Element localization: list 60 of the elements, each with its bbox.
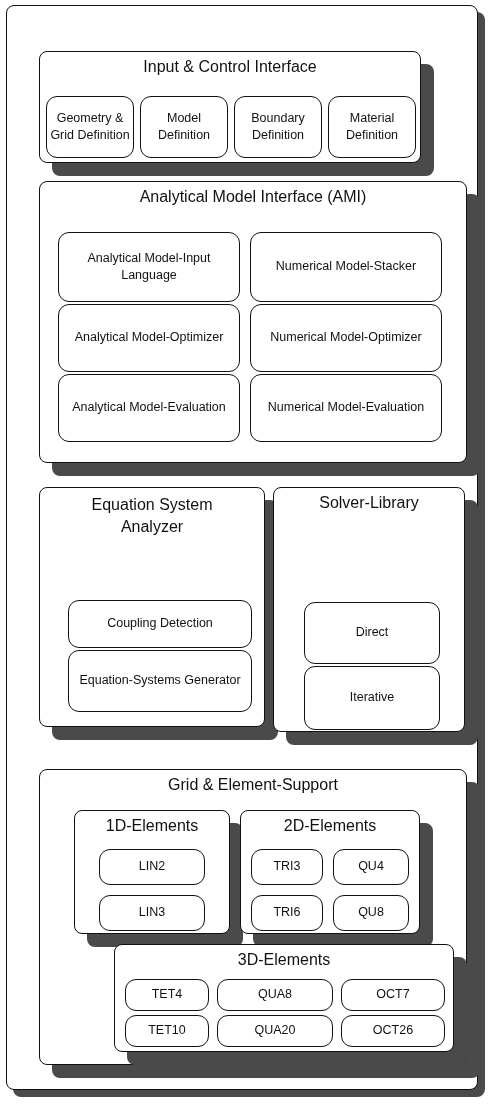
component-box bbox=[140, 96, 228, 158]
component-label: QU4 bbox=[357, 858, 385, 876]
component-box bbox=[234, 96, 322, 158]
component-label: TET10 bbox=[147, 1022, 187, 1040]
component-box bbox=[251, 849, 323, 885]
component-label: Analytical Model-Optimizer bbox=[73, 329, 225, 347]
component-label: Coupling Detection bbox=[106, 615, 214, 633]
component-label: LIN3 bbox=[137, 904, 167, 922]
component-label: Numerical Model-Optimizer bbox=[269, 329, 423, 347]
panel-title: 1D-Elements bbox=[104, 817, 200, 835]
component-box bbox=[250, 232, 442, 302]
component-box bbox=[125, 1015, 209, 1047]
component-label: Analytical Model-Input Language bbox=[86, 249, 212, 284]
panel-title: 3D-Elements bbox=[236, 951, 332, 969]
component-box bbox=[251, 895, 323, 931]
component-label: Analytical Model-Evaluation bbox=[71, 399, 227, 417]
component-box bbox=[341, 979, 445, 1011]
component-label: Equation-Systems Generator bbox=[78, 672, 242, 690]
component-label: Direct bbox=[354, 624, 390, 642]
panel-title: Analytical Model Interface (AMI) bbox=[138, 188, 368, 206]
component-box bbox=[99, 849, 205, 885]
component-box bbox=[58, 232, 240, 302]
component-box bbox=[46, 96, 134, 158]
panel-title: Input & Control Interface bbox=[142, 58, 318, 76]
panel-title: 2D-Elements bbox=[282, 817, 378, 835]
component-box bbox=[99, 895, 205, 931]
component-label: Model Definition bbox=[156, 109, 212, 144]
component-box bbox=[304, 602, 440, 664]
component-box bbox=[304, 666, 440, 730]
component-label: OCT26 bbox=[371, 1022, 415, 1040]
component-label: QUA8 bbox=[256, 986, 293, 1004]
panel-title: Grid & Element-Support bbox=[167, 776, 339, 794]
component-box bbox=[333, 849, 409, 885]
component-box bbox=[250, 374, 442, 442]
component-label: Geometry & Grid Definition bbox=[49, 109, 131, 144]
component-box bbox=[58, 304, 240, 372]
component-label: Numerical Model-Stacker bbox=[274, 258, 418, 276]
component-label: TET4 bbox=[150, 986, 184, 1004]
component-box bbox=[341, 1015, 445, 1047]
component-box bbox=[68, 650, 252, 712]
component-label: Iterative bbox=[348, 689, 396, 707]
component-label: QUA20 bbox=[253, 1022, 297, 1040]
component-box bbox=[217, 979, 333, 1011]
component-label: OCT7 bbox=[375, 986, 411, 1004]
component-box bbox=[217, 1015, 333, 1047]
component-label: QU8 bbox=[357, 904, 385, 922]
component-box bbox=[328, 96, 416, 158]
component-box bbox=[68, 600, 252, 648]
component-box bbox=[58, 374, 240, 442]
component-label: Material Definition bbox=[344, 109, 400, 144]
component-label: LIN2 bbox=[137, 858, 167, 876]
component-label: Boundary Definition bbox=[250, 109, 306, 144]
panel-title: Solver-Library bbox=[318, 494, 420, 512]
panel-title: Equation System Analyzer bbox=[90, 495, 214, 537]
component-box bbox=[125, 979, 209, 1011]
component-label: Numerical Model-Evaluation bbox=[266, 399, 426, 417]
component-box bbox=[250, 304, 442, 372]
component-box bbox=[333, 895, 409, 931]
component-label: TRI3 bbox=[272, 858, 302, 876]
component-label: TRI6 bbox=[272, 904, 302, 922]
